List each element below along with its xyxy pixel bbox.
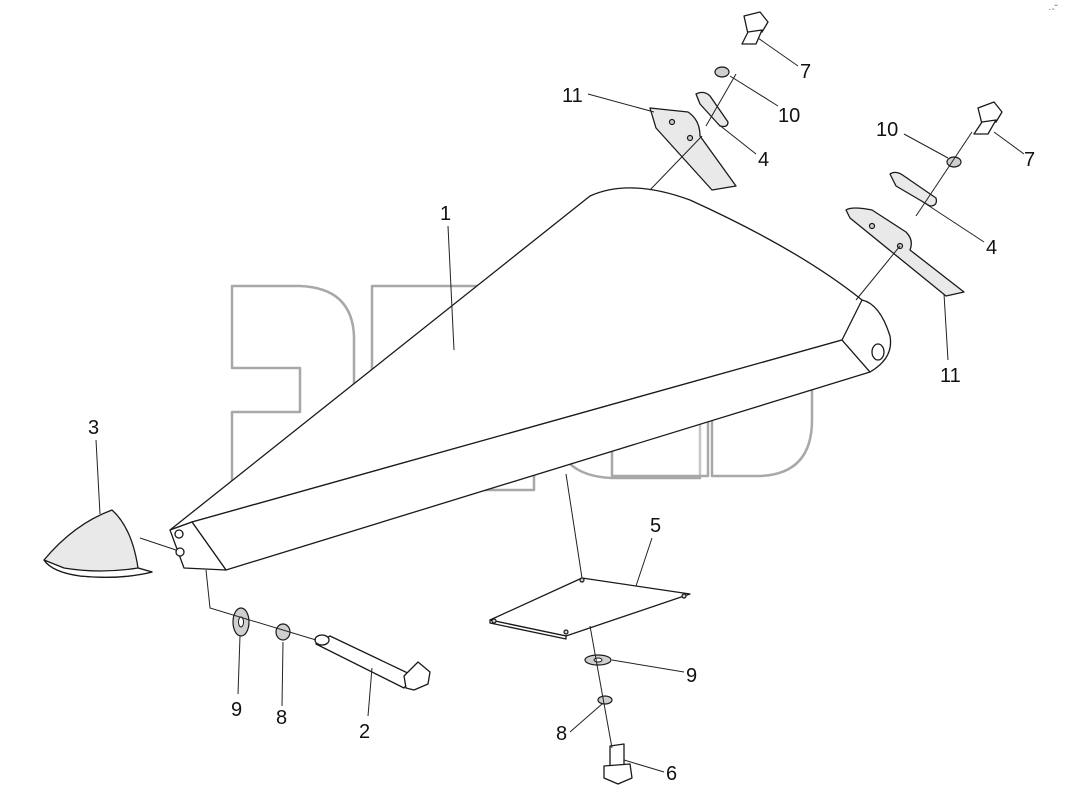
callout-4-plate-left: 4 <box>758 149 769 171</box>
callout-7-bolt-left: 7 <box>800 61 811 83</box>
callout-2-pin: 2 <box>359 721 370 743</box>
bracket-right-body <box>845 207 965 297</box>
pin-long-tip <box>314 634 330 646</box>
pin-long-shank <box>315 635 415 689</box>
leader-2 <box>367 667 373 717</box>
bolt-bottom-head <box>603 763 633 785</box>
callout-3-cap: 3 <box>88 417 99 439</box>
leader-6 <box>623 759 665 773</box>
corner-mark: ·‐˘ <box>1048 4 1059 15</box>
boom-hole-right <box>871 343 885 361</box>
leader-4-left <box>717 123 757 155</box>
cover-plate-edge <box>489 619 567 640</box>
axis-pin <box>205 569 317 641</box>
bolt-top-right <box>973 101 1003 135</box>
leader-11-right <box>943 293 949 361</box>
callout-11-bracket-right: 11 <box>940 365 961 387</box>
axis-bottom-bolt <box>589 625 613 749</box>
leader-10-left <box>729 75 779 107</box>
callout-8-lockwasher-bottom: 8 <box>556 723 567 745</box>
callout-9-washer-bottom: 9 <box>686 665 697 687</box>
callout-10-lockwasher-right: 10 <box>876 119 898 141</box>
plate-right <box>889 171 938 207</box>
callout-5-cover: 5 <box>650 515 661 537</box>
bracket-left-hole-2 <box>686 134 694 142</box>
leader-7-left <box>757 37 799 67</box>
cover-hole-3 <box>491 618 497 624</box>
callout-leaders <box>95 37 1025 773</box>
bolt-top-right-shank <box>973 119 997 135</box>
lockwasher-top-left <box>714 66 730 78</box>
assembly-axes <box>139 73 973 749</box>
callout-8-lockwasher-left: 8 <box>276 707 287 729</box>
callout-7-bolt-right: 7 <box>1024 149 1035 171</box>
bracket-left-body <box>649 107 737 191</box>
leader-9-bottom <box>611 659 685 673</box>
bolt-top-left-head <box>743 11 769 35</box>
leader-9-left <box>237 635 241 695</box>
plate-left <box>695 91 729 128</box>
axis-top-right <box>915 131 973 217</box>
bracket-right <box>845 207 965 297</box>
bolt-top-right-head <box>977 101 1003 125</box>
callout-9-washer-left: 9 <box>231 699 242 721</box>
callout-1-boom: 1 <box>440 203 451 225</box>
leader-3 <box>95 439 101 515</box>
washer-left-hole <box>238 616 244 628</box>
axis-cover <box>565 473 583 579</box>
leader-10-right <box>903 133 949 159</box>
callout-6-bolt: 6 <box>666 763 677 785</box>
leader-5 <box>635 537 653 587</box>
bracket-left-hole-1 <box>668 118 676 126</box>
callout-4-plate-right: 4 <box>986 237 997 259</box>
boom-frame <box>169 187 892 571</box>
cover-hole-4 <box>563 629 569 635</box>
leader-8-left <box>281 641 284 707</box>
callout-labels: 1 2 3 4 4 5 6 7 7 8 8 9 9 10 10 11 11 <box>88 61 1035 785</box>
boom-hole-left-top <box>174 529 184 539</box>
boom-hole-left-bottom <box>175 547 185 557</box>
cover-hole-2 <box>681 593 687 599</box>
end-cap-lip <box>43 559 153 578</box>
leader-11-left <box>587 93 655 113</box>
bolt-top-left <box>741 11 769 45</box>
axis-top-left-to-boom <box>649 135 703 191</box>
callout-11-bracket-left: 11 <box>562 85 583 107</box>
end-cap <box>43 509 153 578</box>
leader-7-right <box>993 131 1025 155</box>
axis-top-left <box>705 73 737 127</box>
axis-top-right-to-boom <box>855 245 901 301</box>
leader-8-bottom <box>569 703 603 733</box>
bolt-top-left-shank <box>741 29 763 45</box>
washer-bottom-hole <box>593 657 603 663</box>
callout-10-lockwasher-left: 10 <box>778 105 800 127</box>
pin-long <box>314 634 431 691</box>
bracket-right-hole-1 <box>868 222 876 230</box>
cover-hole-1 <box>579 577 585 583</box>
pin-long-head <box>403 661 431 691</box>
cover-plate <box>489 577 691 640</box>
bracket-left <box>649 107 737 191</box>
bolt-bottom <box>603 743 633 785</box>
leader-1 <box>447 225 455 351</box>
lockwasher-bottom <box>597 695 613 705</box>
leader-4-right <box>919 199 985 243</box>
axis-cap <box>139 537 177 551</box>
